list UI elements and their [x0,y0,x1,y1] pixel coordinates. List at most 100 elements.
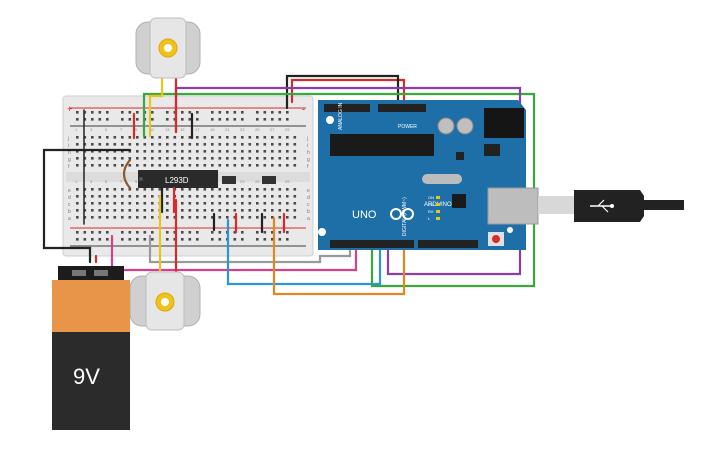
breadboard-hole[interactable] [181,238,184,241]
breadboard-hole[interactable] [271,136,274,139]
breadboard-hole[interactable] [233,202,237,205]
breadboard-hole[interactable] [286,188,289,191]
breadboard-hole[interactable] [211,164,214,167]
breadboard-hole[interactable] [128,111,132,114]
breadboard-hole[interactable] [271,118,274,121]
breadboard-hole[interactable] [76,111,79,114]
breadboard-hole[interactable] [136,150,139,153]
breadboard-hole[interactable] [143,157,147,160]
breadboard-hole[interactable] [91,164,94,167]
breadboard-hole[interactable] [106,231,109,234]
breadboard-hole[interactable] [166,136,169,139]
breadboard-hole[interactable] [113,150,117,153]
breadboard-hole[interactable] [158,157,162,160]
breadboard-hole[interactable] [226,164,229,167]
breadboard-hole[interactable] [241,209,244,212]
breadboard-hole[interactable] [256,231,259,234]
breadboard-hole[interactable] [263,209,267,212]
breadboard-hole[interactable] [136,195,139,198]
breadboard-hole[interactable] [278,231,282,234]
breadboard-hole[interactable] [211,150,214,153]
breadboard-hole[interactable] [211,188,214,191]
motor-bottom[interactable] [129,271,201,331]
breadboard-hole[interactable] [166,231,169,234]
breadboard-hole[interactable] [181,143,184,146]
breadboard-hole[interactable] [83,111,87,114]
breadboard-hole[interactable] [83,150,87,153]
breadboard-hole[interactable] [98,202,102,205]
breadboard-hole[interactable] [241,111,244,114]
breadboard-hole[interactable] [136,188,139,191]
breadboard-hole[interactable] [128,209,132,212]
breadboard-hole[interactable] [143,164,147,167]
breadboard-hole[interactable] [181,111,184,114]
breadboard-hole[interactable] [286,202,289,205]
breadboard-hole[interactable] [293,216,297,219]
breadboard-hole[interactable] [241,238,244,241]
breadboard-hole[interactable] [98,209,102,212]
breadboard-hole[interactable] [136,231,139,234]
breadboard-hole[interactable] [233,209,237,212]
breadboard-hole[interactable] [226,150,229,153]
breadboard-hole[interactable] [166,202,169,205]
breadboard-hole[interactable] [241,164,244,167]
breadboard-hole[interactable] [248,164,252,167]
breadboard-hole[interactable] [173,238,177,241]
breadboard-hole[interactable] [181,195,184,198]
breadboard-hole[interactable] [128,143,132,146]
breadboard-hole[interactable] [256,216,259,219]
breadboard-hole[interactable] [248,143,252,146]
breadboard-hole[interactable] [188,216,192,219]
breadboard-hole[interactable] [173,216,177,219]
breadboard-hole[interactable] [106,111,109,114]
breadboard-hole[interactable] [203,150,207,153]
breadboard-hole[interactable] [271,216,274,219]
breadboard-hole[interactable] [158,164,162,167]
breadboard-hole[interactable] [248,136,252,139]
breadboard-hole[interactable] [271,164,274,167]
breadboard-hole[interactable] [196,195,199,198]
breadboard-hole[interactable] [218,216,222,219]
breadboard-hole[interactable] [218,188,222,191]
breadboard-hole[interactable] [106,188,109,191]
breadboard-hole[interactable] [233,238,237,241]
breadboard-hole[interactable] [83,164,87,167]
breadboard-hole[interactable] [278,118,282,121]
breadboard-hole[interactable] [121,111,124,114]
breadboard-hole[interactable] [188,143,192,146]
breadboard-hole[interactable] [113,136,117,139]
breadboard-hole[interactable] [278,216,282,219]
breadboard-hole[interactable] [293,164,297,167]
breadboard-hole[interactable] [151,111,154,114]
breadboard-hole[interactable] [293,202,297,205]
breadboard-hole[interactable] [218,157,222,160]
breadboard-hole[interactable] [241,136,244,139]
breadboard-hole[interactable] [121,136,124,139]
breadboard-hole[interactable] [286,143,289,146]
breadboard-hole[interactable] [233,231,237,234]
breadboard-hole[interactable] [98,143,102,146]
breadboard-hole[interactable] [263,157,267,160]
breadboard-hole[interactable] [188,111,192,114]
breadboard-hole[interactable] [226,188,229,191]
breadboard-hole[interactable] [128,195,132,198]
breadboard-hole[interactable] [188,209,192,212]
breadboard-hole[interactable] [226,136,229,139]
breadboard-hole[interactable] [91,238,94,241]
breadboard-hole[interactable] [98,136,102,139]
breadboard-hole[interactable] [91,188,94,191]
breadboard-hole[interactable] [143,202,147,205]
breadboard-hole[interactable] [271,231,274,234]
breadboard-hole[interactable] [76,209,79,212]
breadboard-hole[interactable] [106,209,109,212]
breadboard-hole[interactable] [226,195,229,198]
breadboard-hole[interactable] [248,216,252,219]
breadboard-hole[interactable] [263,195,267,198]
breadboard-hole[interactable] [166,216,169,219]
wire-black-gnd[interactable] [285,74,400,110]
breadboard-hole[interactable] [286,238,289,241]
breadboard-hole[interactable] [241,157,244,160]
breadboard-hole[interactable] [286,195,289,198]
breadboard-hole[interactable] [211,195,214,198]
breadboard-hole[interactable] [226,209,229,212]
